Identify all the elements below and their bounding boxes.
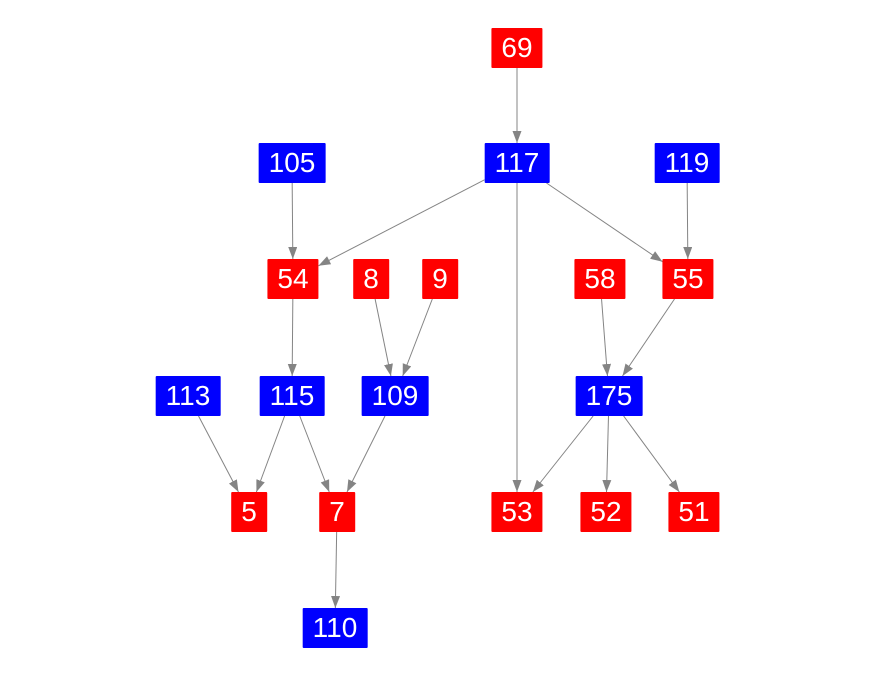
- edge-117-54: [318, 179, 485, 267]
- graph-node-51[interactable]: 51: [668, 492, 720, 532]
- graph-node-7[interactable]: 7: [319, 492, 355, 532]
- graph-node-105[interactable]: 105: [258, 143, 326, 183]
- edge-115-5: [255, 415, 286, 493]
- edge-175-51: [623, 415, 680, 493]
- graph-node-9[interactable]: 9: [422, 259, 458, 299]
- graph-node-5[interactable]: 5: [231, 492, 267, 532]
- edge-9-109: [402, 298, 433, 377]
- edge-115-7: [299, 415, 330, 493]
- graph-node-115[interactable]: 115: [259, 376, 325, 416]
- edge-105-54: [288, 182, 298, 260]
- graph-node-119[interactable]: 119: [654, 143, 720, 183]
- edge-58-175: [601, 298, 612, 377]
- edge-8-109: [374, 298, 393, 377]
- graph-node-55[interactable]: 55: [662, 259, 714, 299]
- edge-7-110: [331, 531, 341, 609]
- graph-node-117[interactable]: 117: [484, 143, 550, 183]
- edge-175-53: [532, 415, 594, 493]
- edge-109-7: [346, 415, 386, 493]
- graph-node-175[interactable]: 175: [575, 376, 643, 416]
- graph-node-8[interactable]: 8: [353, 259, 389, 299]
- edge-117-55: [546, 182, 663, 263]
- graph-node-109[interactable]: 109: [361, 376, 429, 416]
- graph-node-53[interactable]: 53: [491, 492, 543, 532]
- graph-node-54[interactable]: 54: [267, 259, 319, 299]
- edge-55-175: [622, 298, 675, 377]
- graph-node-113[interactable]: 113: [155, 376, 221, 416]
- graph-node-69[interactable]: 69: [491, 28, 543, 68]
- graph-node-110[interactable]: 110: [302, 608, 368, 648]
- graph-node-58[interactable]: 58: [574, 259, 626, 299]
- edge-175-52: [602, 415, 612, 493]
- graph-node-52[interactable]: 52: [580, 492, 632, 532]
- edge-54-115: [287, 298, 297, 377]
- edge-119-55: [683, 182, 693, 260]
- edge-113-5: [198, 415, 239, 493]
